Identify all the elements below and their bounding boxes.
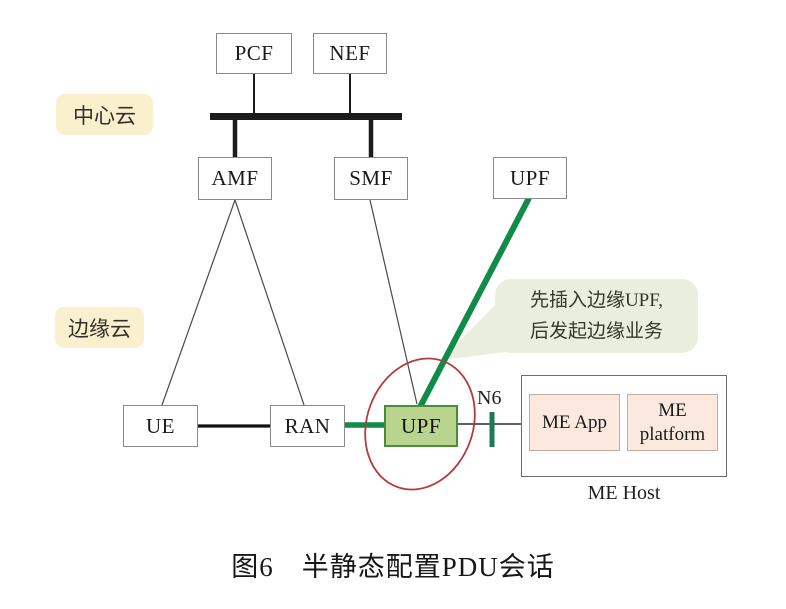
node-pcf: PCF	[216, 33, 292, 74]
me-host-label: ME Host	[587, 482, 661, 504]
node-upf-central: UPF	[493, 157, 567, 199]
region-label-central-cloud: 中心云	[56, 94, 153, 135]
region-label-edge-cloud: 边缘云	[55, 307, 144, 348]
link-upf-central-upf-edge	[417, 196, 532, 409]
bus-line	[210, 113, 402, 120]
node-ue: UE	[123, 405, 198, 447]
node-nef: NEF	[313, 33, 387, 74]
highlight-ellipse	[364, 357, 476, 491]
callout-line-2: 后发起边缘业务	[529, 321, 663, 342]
node-me-platform: ME platform	[627, 394, 718, 451]
n6-label: N6	[477, 387, 502, 409]
callout-bubble: 先插入边缘UPF, 后发起边缘业务	[495, 279, 698, 353]
node-smf: SMF	[334, 157, 408, 200]
link-amf-ran	[234, 199, 305, 406]
figure-caption: 图6 半静态配置PDU会话	[231, 552, 555, 582]
node-me-app: ME App	[529, 394, 620, 451]
node-amf: AMF	[198, 157, 272, 200]
node-upf-edge: UPF	[384, 405, 458, 447]
link-smf-upf-edge	[369, 199, 418, 405]
link-amf-ue	[161, 199, 236, 406]
node-ran: RAN	[270, 405, 345, 447]
callout-line-1: 先插入边缘UPF,	[529, 290, 664, 311]
